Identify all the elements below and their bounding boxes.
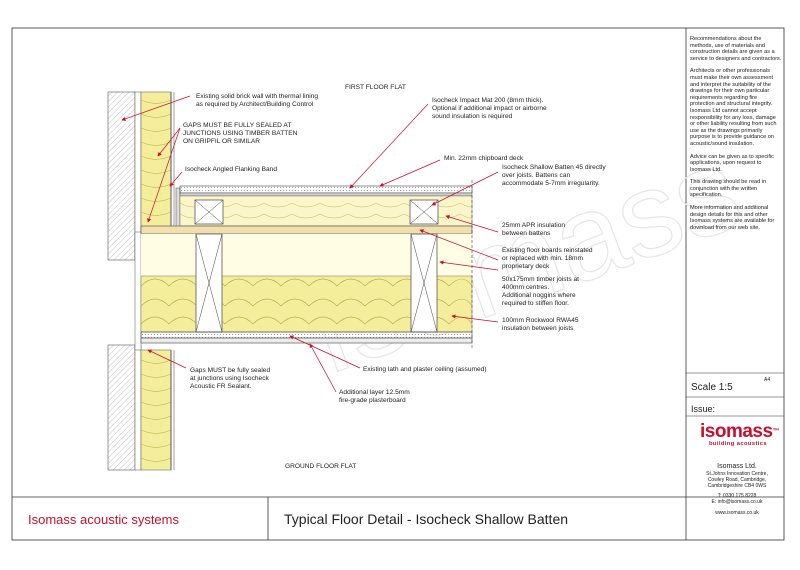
company-phone: T: 0330 175 8228 [717, 493, 757, 499]
company-website[interactable]: www.isomass.co.uk [715, 510, 759, 516]
annotation-lath-plaster: Existing lath and plaster ceiling (assum… [363, 366, 487, 373]
disclaimer-paragraph: More information and additional design d… [690, 205, 775, 231]
disclaimer-panel: Recommendations about the methods, use o… [690, 36, 782, 237]
annotation-chipboard: Min. 22mm chipboard deck [444, 155, 524, 162]
drawing-title: Typical Floor Detail - Isocheck Shallow … [284, 511, 569, 527]
wall-insulation-upper [140, 91, 172, 233]
first-floor-label: FIRST FLOOR FLAT [345, 84, 406, 91]
scale-label: Scale 1:5 [691, 382, 733, 393]
annotation-shallow-batten: Isocheck Shallow Batten 45 directly over… [502, 164, 606, 187]
annotation-gaps-top: GAPS MUST BE FULLY SEALED AT JUNCTIONS U… [183, 122, 298, 145]
brick-wall-lower [107, 344, 136, 471]
disclaimer-paragraph: Architects or other professionals must m… [690, 68, 777, 147]
annotation-joists: 50x175mm timber joists at 400mm centres.… [502, 276, 579, 307]
annotation-brick-wall: Existing solid brick wall with thermal l… [196, 93, 319, 108]
annotation-flanking-band: Isocheck Angled Flanking Band [185, 166, 278, 173]
floorboards [140, 225, 473, 235]
plasterboard-layer [140, 337, 473, 344]
annotation-impact-mat: Isocheck Impact Mat 200 (8mm thick). Opt… [432, 97, 547, 120]
annotation-rockwool: 100mm Rockwool RWA45 insulation between … [502, 317, 579, 332]
annotation-apr-insulation: 25mm APR insulation between battens [502, 222, 566, 237]
chipboard-deck [179, 185, 473, 194]
annotation-floorboards: Existing floor boards reinstated or repl… [502, 247, 593, 270]
logo-wordmark: isomass™ [700, 421, 780, 442]
wall-insulation-lower [140, 349, 172, 471]
company-info: Isomass Ltd. St.Johns Innovation Centre,… [690, 462, 784, 516]
logo-tagline: building acoustics [708, 441, 768, 447]
company-address: St.Johns Innovation Centre, Cowley Road,… [706, 471, 768, 489]
isomass-logo: isomass™ building acoustics [700, 421, 780, 448]
company-name: Isomass Ltd. [717, 463, 757, 470]
sheet-border [11, 27, 785, 541]
disclaimer-paragraph: Recommendations about the methods, use o… [690, 36, 782, 62]
disclaimer-paragraph: This drawing should be read in conjuncti… [690, 179, 767, 199]
disclaimer-paragraph: Advice can be given as to specific appli… [690, 153, 774, 173]
impact-mat [179, 192, 473, 197]
ground-floor-label: GROUND FLOOR FLAT [285, 463, 357, 470]
lath-plaster-ceiling [140, 331, 473, 339]
company-email: E: info@isomass.co.uk [711, 499, 763, 505]
issue-label: Issue: [691, 404, 716, 414]
annotation-gaps-bottom: Gaps MUST be fully sealed at junctions u… [190, 367, 271, 390]
footer-brand: Isomass acoustic systems [28, 512, 179, 527]
leader-lines [121, 95, 499, 393]
annotation-plasterboard: Additional layer 12.5mm fire-grade plast… [339, 389, 410, 404]
sheet-size: A4 [764, 377, 771, 383]
